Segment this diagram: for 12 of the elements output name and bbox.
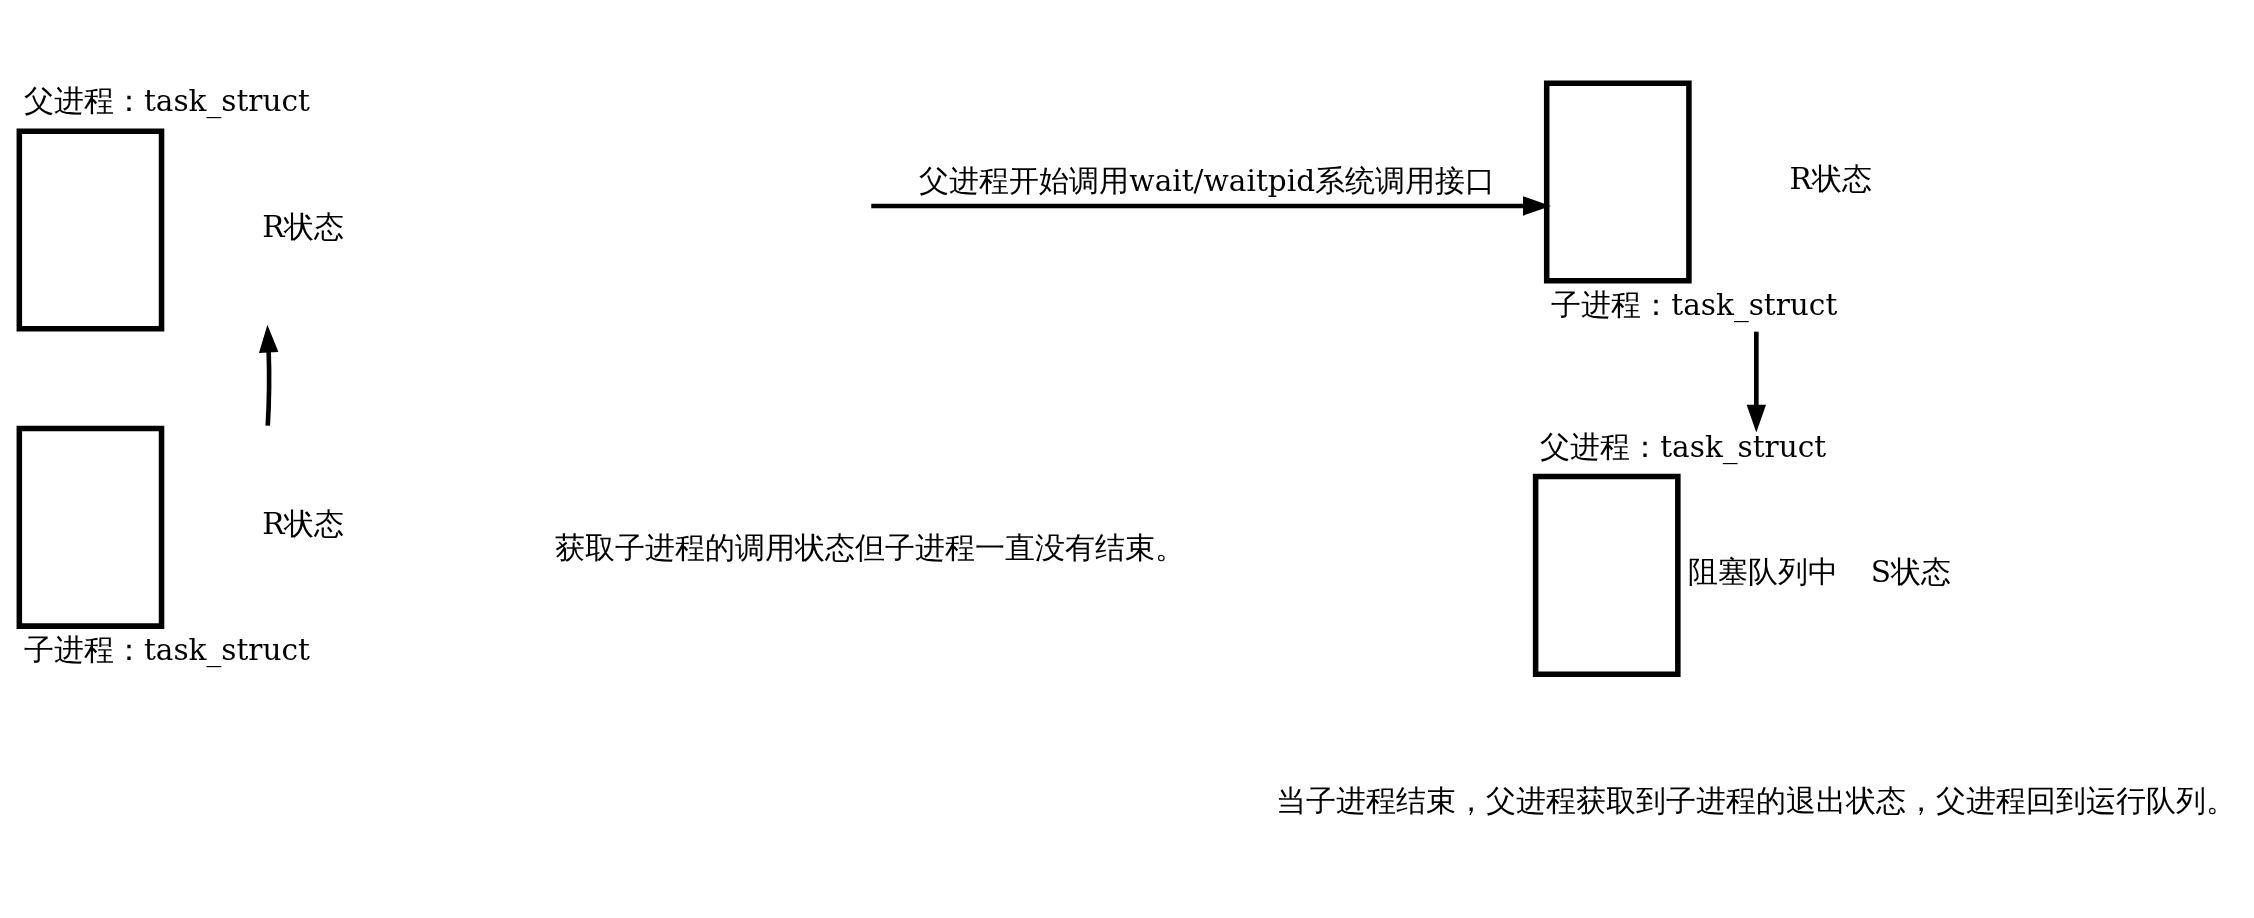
- node-label: 父进程：task_struct: [1540, 429, 1827, 464]
- node-label: 父进程：task_struct: [23, 84, 310, 119]
- node-label: R状态: [262, 210, 345, 244]
- node-label: 子进程：task_struct: [1551, 287, 1838, 322]
- node-label: 阻塞队列中: [1687, 555, 1838, 590]
- node-label: R状态: [262, 507, 345, 542]
- node-label: R状态: [1789, 161, 1872, 196]
- label: 获取子进程的调用状态但子进程一直没有结束。: [554, 531, 1185, 566]
- node-label: S状态: [1870, 555, 1952, 590]
- node-label: 子进程：task_struct: [23, 632, 310, 667]
- edge-label: 父进程开始调用wait/waitpid系统调用接口: [919, 163, 1496, 198]
- label: 当子进程结束，父进程获取到子进程的退出状态，父进程回到运行队列。: [1276, 784, 2237, 819]
